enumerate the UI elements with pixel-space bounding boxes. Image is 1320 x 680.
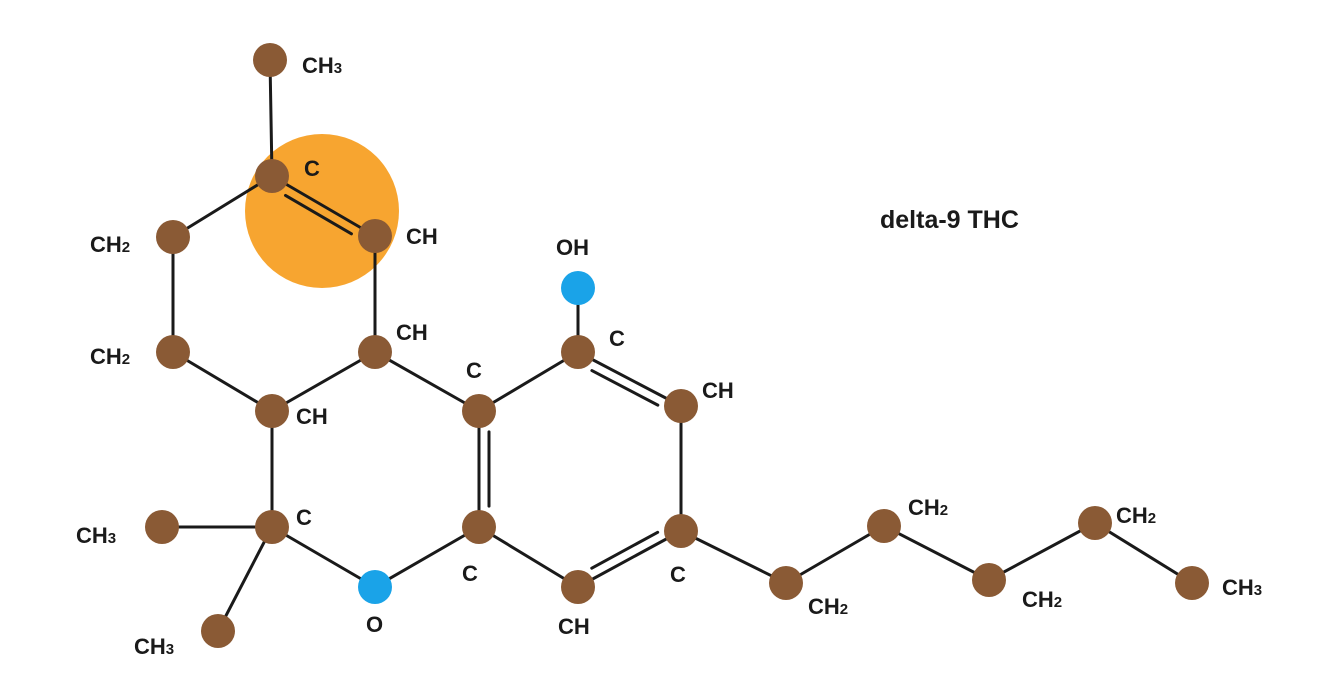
atom-label-a23: CH3: [1222, 575, 1262, 600]
atom-label-a17: C: [670, 562, 686, 587]
carbon-atom-a6: [255, 394, 289, 428]
atom-label-a11: O: [366, 612, 383, 637]
atom-label-a9: CH3: [76, 523, 116, 548]
bond-a22-a23: [1093, 521, 1194, 585]
atom-label-a8: C: [296, 505, 312, 530]
bond-a8-a10: [216, 525, 274, 633]
atom-label-a3: CH: [406, 224, 438, 249]
carbon-atom-a17: [664, 514, 698, 548]
bond-a20-a21: [882, 524, 991, 582]
carbon-atom-a13: [462, 394, 496, 428]
carbon-atom-a5: [156, 335, 190, 369]
atom-label-a1: CH3: [302, 53, 342, 78]
diagram-title: delta-9 THC: [880, 206, 1019, 234]
carbon-atom-a18: [561, 570, 595, 604]
carbon-atom-a1: [253, 43, 287, 77]
atom-label-a18: CH: [558, 614, 590, 639]
atom-label-a6: CH: [296, 404, 328, 429]
atom-label-a4: CH2: [90, 232, 130, 257]
bond-a2-a4: [171, 174, 274, 239]
bond-layer: [160, 58, 1194, 633]
atom-label-a13: C: [466, 358, 482, 383]
carbon-atom-a8: [255, 510, 289, 544]
atom-label-a19: CH2: [808, 594, 848, 619]
carbon-atom-a14: [561, 335, 595, 369]
carbon-atom-a9: [145, 510, 179, 544]
carbon-atom-a16: [664, 389, 698, 423]
atom-label-a2: C: [304, 156, 320, 181]
atom-label-a5: CH2: [90, 344, 130, 369]
carbon-atom-a20: [867, 509, 901, 543]
carbon-atom-a4: [156, 220, 190, 254]
bond-a17-a19: [679, 529, 788, 585]
atom-label-a22: CH2: [1116, 503, 1156, 528]
atom-layer: [145, 43, 1209, 648]
bond-a2-a3-second-line: [284, 193, 353, 236]
bond-a13-a14: [477, 350, 580, 413]
atom-label-a7: CH: [396, 320, 428, 345]
oxygen-atom-a15: [561, 271, 595, 305]
bond-a8-a11: [270, 525, 377, 589]
bond-a17-a18-second-line: [590, 530, 660, 570]
carbon-atom-a12: [462, 510, 496, 544]
carbon-atom-a3: [358, 219, 392, 253]
bond-a19-a20: [784, 524, 886, 585]
bond-a2-a3: [270, 174, 377, 238]
carbon-atom-a2: [255, 159, 289, 193]
atom-label-a12: C: [462, 561, 478, 586]
bond-a5-a6: [171, 350, 274, 413]
bond-a13-a7: [373, 350, 481, 413]
atom-label-a16: CH: [702, 378, 734, 403]
carbon-atom-a19: [769, 566, 803, 600]
label-layer: CH3CCHCH2CH2CHCHCCH3CH3OCCCOHCHCCHCH2CH2…: [76, 53, 1262, 659]
carbon-atom-a21: [972, 563, 1006, 597]
carbon-atom-a22: [1078, 506, 1112, 540]
bond-a1-a2: [268, 58, 274, 178]
atom-label-a20: CH2: [908, 495, 948, 520]
carbon-atom-a7: [358, 335, 392, 369]
carbon-atom-a23: [1175, 566, 1209, 600]
bond-a21-a22: [987, 521, 1097, 582]
oxygen-atom-a11: [358, 570, 392, 604]
bond-a18-a12: [477, 525, 580, 589]
carbon-atom-a10: [201, 614, 235, 648]
atom-label-a14: C: [609, 326, 625, 351]
atom-label-a10: CH3: [134, 634, 174, 659]
atom-label-a21: CH2: [1022, 587, 1062, 612]
bond-a11-a12: [373, 525, 481, 589]
bond-a6-a7: [270, 350, 377, 413]
bond-a17-a18: [576, 529, 683, 589]
bond-a14-a16-second-line: [590, 369, 660, 407]
atom-label-a15: OH: [556, 235, 589, 260]
bond-a14-a16: [576, 350, 683, 408]
